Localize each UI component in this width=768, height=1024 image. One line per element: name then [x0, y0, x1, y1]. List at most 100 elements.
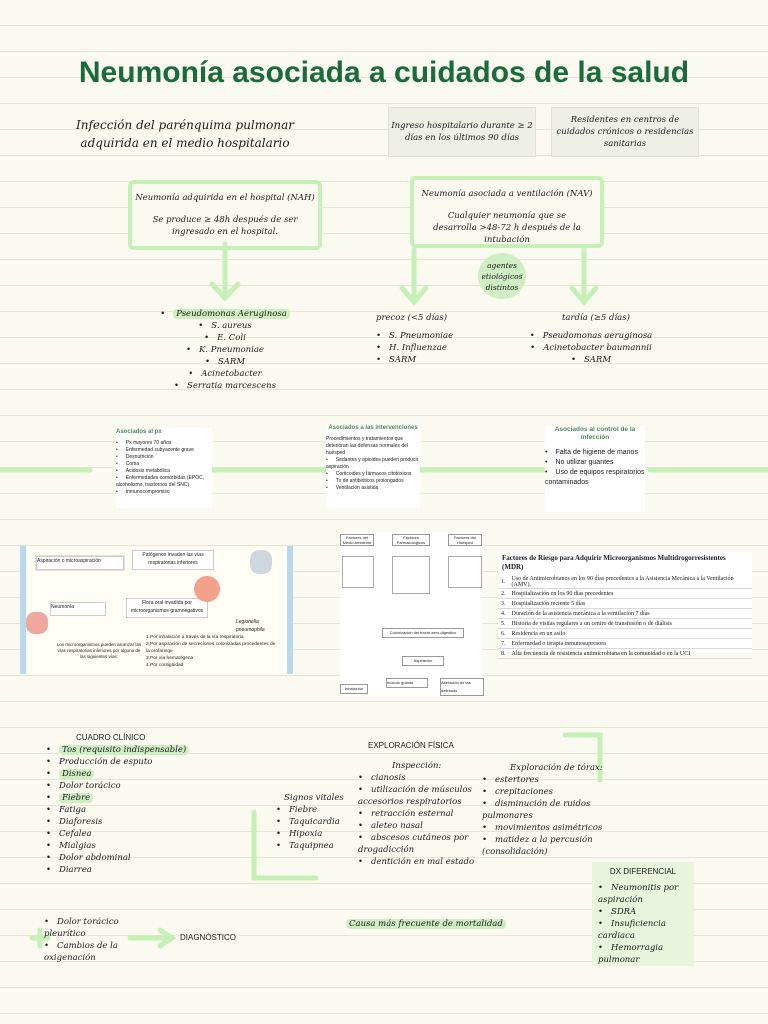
clinical-list: Tos (requisito indispensable) Producción… — [46, 744, 190, 876]
list-item: Sedantes y opioides pueden producir aspi… — [326, 457, 420, 471]
table-row: 6.Residencia en un asilo — [498, 628, 752, 639]
flow-colonization: Colonización del tracto aero-digestivo — [382, 628, 464, 638]
risk-patient-list: Px mayores 70 años Enfermedad subyacente… — [116, 440, 212, 496]
differential-box: DX DIFERENCIAL Neumonitis por aspiración… — [592, 862, 694, 966]
person-icon — [250, 550, 272, 574]
flow-inoculum: Inóculo grande — [386, 678, 428, 688]
list-item: Pseudomonas aeruginosa — [526, 330, 656, 342]
nah-agents-list: Pseudomonas Aeruginosa S. aureus E. Coli… — [160, 308, 290, 392]
list-item: dentición en mal estado — [358, 856, 478, 868]
list-item: movimientos asimétricos — [482, 822, 606, 834]
list-item: Dolor torácico pleurítico — [44, 916, 134, 940]
differential-list: Neumonitis por aspiración SDRA Insuficie… — [598, 882, 694, 966]
list-item: SARM — [376, 354, 453, 366]
list-item: Taquicardia — [276, 816, 340, 828]
inspection-title: Inspección: — [392, 761, 442, 771]
risk-infection-panel: Asociados al control de la infección Fal… — [545, 426, 645, 512]
list-item: aleteo nasal — [358, 820, 478, 832]
list-item: cianosis — [358, 772, 478, 784]
list-item: No utilizar guantes — [545, 458, 645, 468]
nav-description: Cualquier neumonía que se desarrolla >48… — [433, 211, 581, 245]
list-item: estertores — [482, 774, 606, 786]
risk-patient-panel: Asociados al px Px mayores 70 años Enfer… — [116, 428, 212, 508]
list-item: Serratia marcescens — [160, 380, 290, 392]
tardia-label: tardía (≥5 días) — [562, 313, 630, 323]
criteria-box-residence: Residentes en centros de cuidados crónic… — [552, 108, 698, 156]
list-item: Neumonitis por aspiración — [598, 882, 694, 906]
list-item: Mialgias — [46, 840, 189, 852]
list-item: Tos (requisito indispensable) — [46, 744, 190, 756]
table-row: 7.Enfermedad o terapia inmunosupresora — [498, 638, 752, 649]
list-item: Dolor abdominal — [46, 852, 189, 864]
list-item: Disnea — [46, 768, 189, 780]
list-item: K. Pneumoniae — [160, 344, 290, 356]
list-item: retracción esternal — [358, 808, 478, 820]
list-item: crepitaciones — [482, 786, 606, 798]
neumonia-node: Neumonía — [50, 602, 106, 616]
risk-interventions-list: Sedantes y opioides pueden producir aspi… — [326, 457, 420, 492]
list-item: Diaforesis — [46, 816, 189, 828]
thorax-list: estertores crepitaciones disminución de … — [482, 774, 606, 858]
list-item: Fatiga — [46, 804, 189, 816]
table-row: 2.Hospitalización en los 90 días precede… — [498, 588, 752, 599]
definition-text: Infección del parénquima pulmonar adquir… — [76, 118, 294, 150]
list-item: S. aureus — [160, 320, 290, 332]
list-item: Enfermedad subyacente grave — [116, 447, 212, 454]
list-item: Insuficiencia cardiaca — [598, 918, 694, 942]
flow-defenses: Alteración de las defensas — [440, 678, 484, 696]
clinical-title: CUADRO CLÍNICO — [76, 733, 146, 742]
flow-aspiration: Aspiración — [402, 656, 444, 666]
routes-intro: Los microorganismos pueden alcanzar las … — [56, 642, 142, 659]
table-row: 8.Alta frecuencia de resistencia antimic… — [498, 648, 752, 659]
exam-title: EXPLORACIÓN FÍSICA — [368, 741, 454, 750]
list-item: Hemorragia pulmonar — [598, 942, 694, 966]
routes-list: 1.Por inhalación a través de la vía resp… — [146, 635, 276, 668]
flow-box — [392, 556, 430, 594]
list-item: Cambios de la oxigenación — [44, 940, 134, 964]
list-item: Acinetobacter baumannii — [526, 342, 656, 354]
list-item: Falta de higiene de manos — [545, 448, 645, 458]
table-row: 5.Historia de visitas regulares a un cen… — [498, 618, 752, 629]
flow-col-pharma: Factores Farmacológicos — [392, 534, 430, 546]
list-item: Diarrea — [46, 864, 189, 876]
list-item: Taquipnea — [276, 840, 340, 852]
agents-bubble: agentes etiológicos distintos — [478, 253, 526, 299]
list-item: SARM — [160, 356, 290, 368]
list-item: E. Coli — [160, 332, 290, 344]
mdr-title: Factores de Riesgo para Adquirir Microor… — [502, 554, 726, 571]
flora-node: Flora oral invadida por microorganismos … — [126, 598, 208, 618]
mdr-table-panel: Factores de Riesgo para Adquirir Microor… — [498, 552, 752, 659]
mortality-note: Causa más frecuente de mortalidad — [346, 918, 506, 930]
page-title: Neumonía asociada a cuidados de la salud — [78, 56, 690, 89]
differential-title: DX DIFERENCIAL — [609, 867, 677, 876]
nah-description: Se produce ≥ 48h después de ser ingresad… — [152, 215, 298, 237]
list-item: Enfermedades comórbidas (EPOC, alcoholis… — [116, 475, 212, 489]
tardia-list: Pseudomonas aeruginosa Acinetobacter bau… — [526, 330, 656, 366]
mdr-table: 1.Uso de Antimicrobianos en los 90 días … — [498, 576, 752, 659]
list-item: disminución de ruidos pulmonares — [482, 798, 606, 822]
list-item: matidez a la percusión (consolidación) — [482, 834, 606, 858]
table-row: 4.Duración de la asistencia mecánica a l… — [498, 608, 752, 619]
flow-inhalation: Inhalación — [340, 684, 368, 694]
list-item: Uso de equipos respiratorios contaminado… — [545, 468, 645, 488]
criteria-box-hospital: Ingreso hospitalario durante ≥ 2 días en… — [389, 108, 535, 156]
nah-title: Neumonía adquirida en el hospital (NAH) — [135, 193, 315, 203]
list-item: SDRA — [598, 906, 694, 918]
risk-infection-list: Falta de higiene de manos No utilizar gu… — [545, 448, 645, 488]
list-item: Fiebre — [276, 804, 340, 816]
pathogenesis-flowchart: Factores del Medio Ambiente Factores Far… — [340, 532, 484, 696]
diagnosis-criteria-list: Dolor torácico pleurítico Cambios de la … — [44, 916, 134, 964]
list-item: Pseudomonas Aeruginosa — [160, 308, 290, 320]
legionella-label: Legionella pneumophila — [236, 619, 265, 633]
pathogens-node: Patógenos invaden las vías respiratorias… — [132, 550, 214, 570]
list-item: S. Pneumoniae — [376, 330, 453, 342]
risk-patient-title: Asociados al px — [116, 429, 162, 435]
mouth-icon — [194, 576, 220, 602]
lungs-icon — [26, 612, 48, 634]
risk-infection-title: Asociados al control de la infección — [554, 426, 636, 441]
list-item: Dolor torácico — [46, 780, 189, 792]
list-item: Desnutrición — [116, 454, 212, 461]
list-item: Fiebre — [46, 792, 189, 804]
nav-title: Neumonía asociada a ventilación (NAV) — [421, 189, 593, 199]
